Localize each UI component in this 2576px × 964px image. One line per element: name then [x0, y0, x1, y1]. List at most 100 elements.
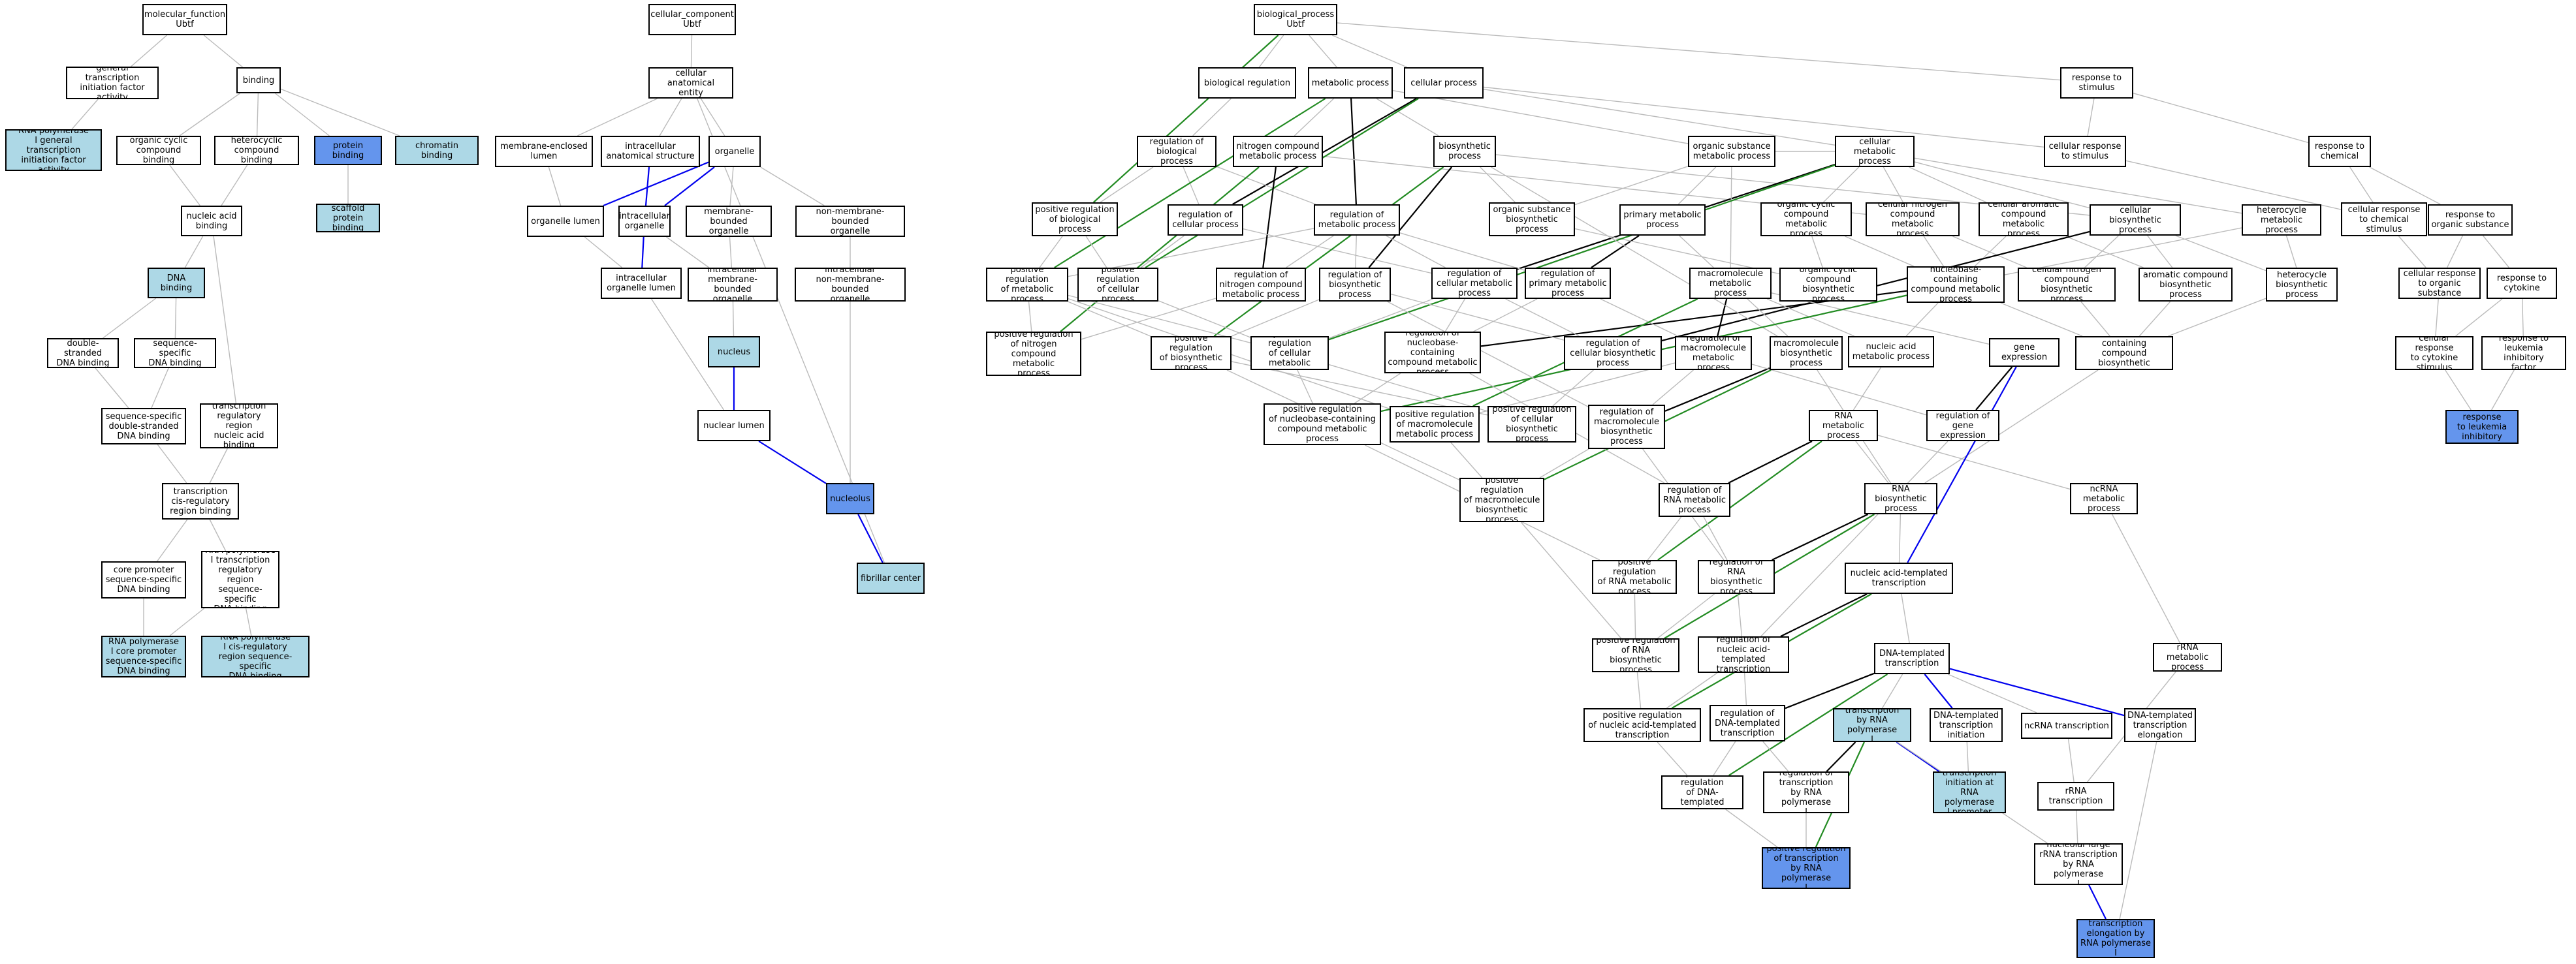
edge-rnabp-to-nbccbp — [1924, 369, 2099, 484]
edge-prmp-to-metproc — [1054, 98, 1326, 268]
edge-prncmp-to-prmp — [1028, 301, 1032, 332]
edge-cellproc-to-bp — [1331, 35, 1408, 68]
term-node-mf: molecular_function Ubtf — [142, 4, 227, 35]
edge-crros-to-crcs — [2398, 236, 2426, 268]
edge-regnbccmp-to-regcmp — [1444, 298, 1466, 332]
edge-occb-to-binding — [179, 93, 240, 136]
edge-macromp-to-osmp — [1730, 166, 1732, 268]
term-node-cmp: cellular metabolic process — [1835, 136, 1915, 167]
term-node-mel: membrane-enclosed lumen — [495, 136, 593, 167]
edge-prbp-to-bp — [1092, 35, 1279, 203]
edge-nbccmp-to-occmp — [1845, 236, 1915, 267]
edge-natt-to-geneexp — [1907, 366, 2017, 563]
term-node-prcbp: positive regulation of cellular biosynth… — [1487, 406, 1576, 443]
term-node-rp1trrssdb: RNA polymerase I transcription regulator… — [201, 551, 279, 608]
edge-namp-to-nbccmp — [1905, 302, 1939, 337]
term-node-prtrp1: positive regulation of transcription by … — [1762, 847, 1851, 889]
edge-regmp-to-regbp — [1216, 166, 1316, 205]
edge-hmp-to-cmp — [1914, 157, 2242, 214]
edge-regtrp1-to-trp1 — [1826, 741, 1856, 772]
edge-cmp-to-cellproc — [1483, 89, 1836, 146]
term-node-chromb: chromatin binding — [395, 136, 479, 165]
edge-prmp-to-prbp — [1039, 236, 1063, 268]
edge-rlif-to-rcyt — [2522, 298, 2524, 337]
edge-regnatt-to-reggeneexp — [1760, 441, 1948, 637]
term-node-iol: intracellular organelle lumen — [601, 268, 682, 299]
term-node-prmacromp: positive regulation of macromolecule met… — [1390, 406, 1480, 443]
term-node-crros: cellular response to organic substance — [2398, 268, 2481, 299]
edge-osbp-to-biosyn — [1480, 166, 1516, 203]
term-node-mbo: membrane-bounded organelle — [686, 206, 772, 237]
edge-resp-to-bp — [1337, 22, 2061, 81]
edge-dsdnab-to-dnab — [103, 298, 157, 339]
edge-nab-to-hcb — [221, 164, 248, 206]
edge-prbp-to-regbp — [1100, 166, 1154, 203]
edge-rcyt-to-ros — [2482, 235, 2510, 268]
edge-prcmp-to-cmp — [1328, 164, 1836, 341]
term-node-terp1: transcription elongation by RNA polymera… — [2076, 919, 2155, 958]
edge-regbp-to-bioreg — [1192, 98, 1232, 136]
edge-regcp-to-regbp — [1183, 166, 1200, 205]
edge-tcrrb-to-trrnab — [209, 448, 229, 484]
edge-nbccbp-to-cncbp — [2080, 301, 2110, 337]
edge-hbp-to-cbp — [2175, 235, 2266, 272]
edge-binding-to-mf — [203, 35, 244, 68]
edge-hbp-to-hmp — [2285, 235, 2297, 268]
edge-regcbp-to-regcmp — [1505, 298, 1580, 337]
edge-regbsp-to-biosyn — [1368, 166, 1453, 268]
edge-crlif-to-rlif — [2491, 369, 2515, 411]
edge-metproc-to-bp — [1309, 35, 1337, 68]
term-node-regmacromp: regulation of macromolecule metabolic pr… — [1675, 336, 1752, 370]
term-node-regmp: regulation of metabolic process — [1314, 204, 1400, 236]
edge-crs-to-cellproc — [1483, 86, 2044, 148]
term-node-regnbccmp: regulation of nucleobase-containing comp… — [1384, 332, 1481, 373]
edge-prrnamp-to-rnamp — [1657, 441, 1822, 561]
edge-rp1cpssdb-to-rp1trrssdb — [169, 608, 205, 636]
term-node-crlif: cellular response to leukemia inhibitory… — [2445, 410, 2519, 444]
edge-nmbo-to-organelle — [760, 166, 825, 206]
edge-regrnabp-to-rnabp — [1772, 514, 1869, 561]
term-node-namp: nucleic acid metabolic process — [1848, 336, 1934, 367]
term-node-biosyn: biosynthetic process — [1433, 136, 1496, 167]
edge-nbccmp-to-hmp — [2004, 227, 2242, 275]
term-node-reggeneexp: regulation of gene expression — [1926, 410, 1999, 441]
edge-prnbccmp-to-regnbccmp — [1354, 373, 1401, 404]
edge-regmp-to-metproc — [1350, 98, 1357, 205]
term-node-prbp: positive regulation of biological proces… — [1032, 202, 1118, 236]
term-node-ncrnat: ncRNA transcription — [2021, 713, 2112, 739]
edge-chromb-to-binding — [280, 88, 400, 136]
term-node-organelle: organelle — [708, 136, 761, 167]
term-node-crs: cellular response to stimulus — [2044, 136, 2126, 167]
edge-orglumen-to-mel — [548, 166, 562, 206]
edge-trp1-to-dtt — [1881, 674, 1903, 709]
edge-hcb-to-binding — [256, 93, 259, 136]
term-node-regncmp: regulation of nitrogen compound metaboli… — [1216, 268, 1306, 302]
term-node-macrobp: macromolecule biosynthetic process — [1770, 336, 1843, 370]
edge-nbccbp-to-nbccmp — [2000, 302, 2083, 337]
term-node-rchem: response to chemical — [2308, 136, 2371, 167]
edge-prmacromp-to-regmacromp — [1479, 362, 1676, 414]
term-node-ssdnab: sequence-specific DNA binding — [134, 338, 216, 368]
term-node-bioreg: biological regulation — [1198, 67, 1296, 99]
edge-nbccbp-to-acbp — [2139, 301, 2171, 337]
edge-dnab-to-nab — [184, 236, 204, 268]
term-node-rnamp: RNA metabolic process — [1809, 410, 1878, 441]
edge-prncmp-to-ncmp — [1060, 166, 1260, 332]
edge-cncmp-to-cmp — [1883, 166, 1904, 203]
edge-intorg-to-ias — [644, 166, 650, 206]
edge-tirp1p-to-dtti — [1966, 741, 1969, 772]
edge-namp-to-macromp — [1766, 298, 1855, 337]
edge-prbsp-to-prmp — [1067, 301, 1151, 337]
term-node-prcmp: positive regulation of cellular metaboli… — [1250, 336, 1329, 370]
edge-regbsp-to-regmp — [1355, 235, 1357, 268]
term-node-osmp: organic substance metabolic process — [1688, 136, 1775, 167]
edge-crlif-to-crcyt — [2445, 369, 2472, 411]
edge-cncbp-to-cncmp — [1952, 236, 2027, 268]
edge-imbo-to-intorg — [665, 236, 710, 268]
term-node-acbp: aromatic compound biosynthetic process — [2139, 268, 2233, 302]
edge-regdtt-to-dtt — [1785, 672, 1875, 709]
term-node-occb: organic cyclic compound binding — [116, 136, 201, 165]
term-node-prcp: positive regulation of cellular process — [1077, 268, 1158, 302]
term-node-regrnamp: regulation of RNA metabolic process — [1659, 483, 1730, 517]
